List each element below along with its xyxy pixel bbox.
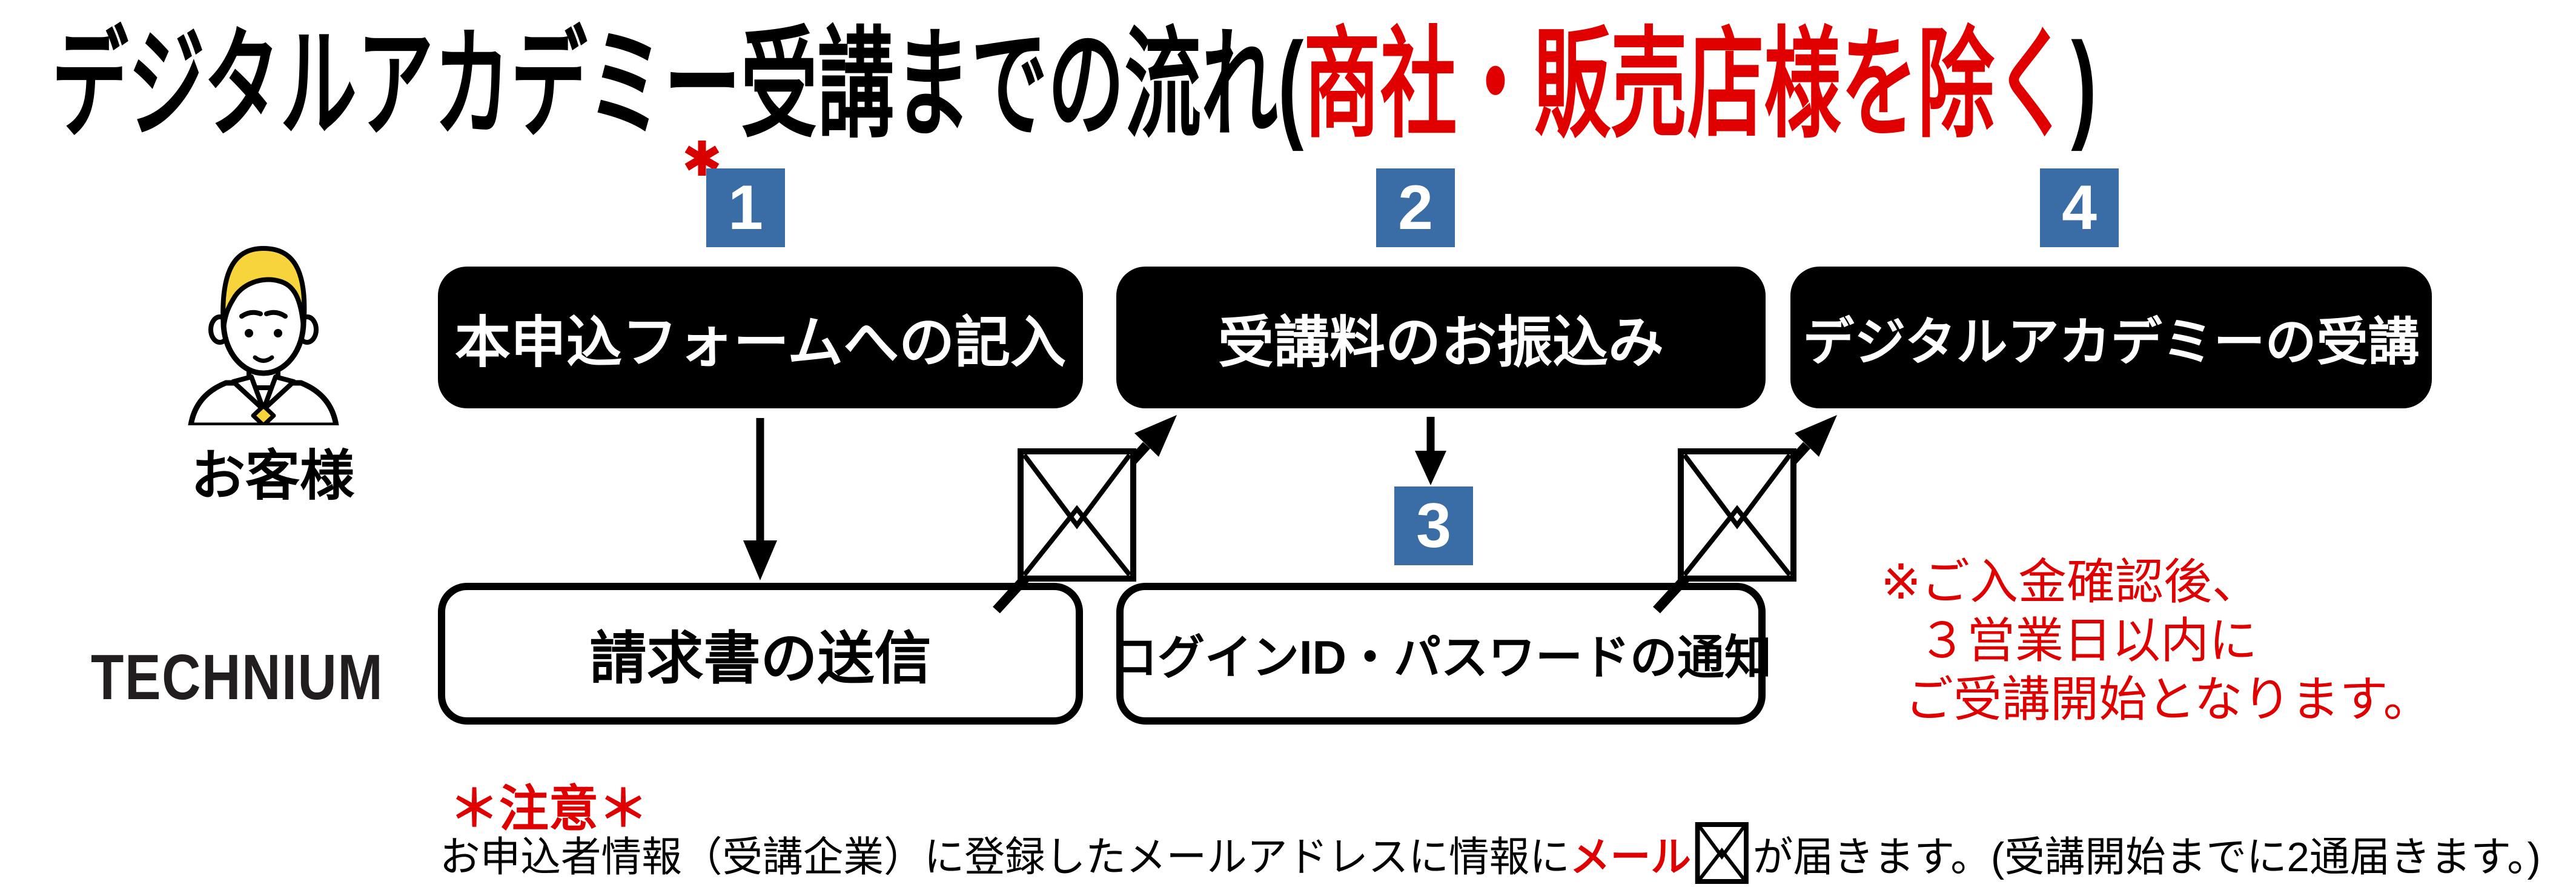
step-box-label: 本申込フォームへの記入: [454, 311, 1067, 374]
step-box-login: ログインID・パスワードの通知: [1110, 583, 1772, 725]
step-badge-4: 4: [2040, 168, 2119, 247]
step-box-label: 請求書の送信: [589, 626, 932, 690]
step-box-label: デジタルアカデミーの受講: [1803, 313, 2420, 371]
page-title: デジタルアカデミー受講までの流れ(商社・販売店様を除く): [51, 0, 2097, 170]
mail-send-icon: [1653, 415, 1837, 614]
technium-logo: TECHNIUM: [91, 642, 384, 713]
title-suffix: ): [2071, 18, 2097, 151]
down-arrow-icon: [743, 418, 777, 580]
customer-icon: [188, 246, 339, 425]
badge-number: 1: [728, 172, 763, 243]
step-box-invoice: 請求書の送信: [438, 583, 1083, 725]
caution-title: ＊注意＊: [449, 782, 649, 837]
step-badge-1: 1: [706, 168, 785, 247]
badge-number: 2: [1398, 172, 1433, 243]
title-prefix: デジタルアカデミー受講までの流れ(: [51, 18, 1304, 151]
footnote-pre: お申込者情報（受講企業）に登録したメールアドレスに情報に: [440, 834, 1570, 880]
step-box-label: ログインID・パスワードの通知: [1110, 631, 1772, 684]
down-arrow-icon: [1415, 417, 1446, 485]
step-box-apply: 本申込フォームへの記入: [438, 267, 1083, 408]
step-box-payment: 受講料のお振込み: [1116, 267, 1766, 408]
side-note-line: ※ご入金確認後、: [1881, 555, 2261, 609]
envelope-icon: [1678, 448, 1796, 582]
envelope-icon: [1018, 448, 1136, 582]
step-box-attend: デジタルアカデミーの受講: [1790, 267, 2432, 408]
payment-side-note: ※ご入金確認後、 ３営業日以内に ご受講開始となります。: [1881, 553, 2432, 729]
footnote-post: が届きます。(受講開始までに2通届きます。): [1752, 834, 2541, 880]
side-note-line: ご受講開始となります。: [1905, 672, 2432, 726]
footnote-highlight: メール: [1569, 834, 1691, 880]
badge-number: 3: [1416, 490, 1451, 561]
step-badge-2: 2: [1376, 168, 1455, 247]
customer-label: お客様: [191, 446, 354, 506]
mail-send-icon: [993, 415, 1177, 614]
step-box-label: 受講料のお振込み: [1217, 311, 1664, 374]
side-note-line: ３営業日以内に: [1918, 614, 2257, 668]
mail-icon: [1695, 822, 1749, 884]
title-highlight: 商社・販売店様を除く: [1303, 18, 2071, 151]
footnote: お申込者情報（受講企業）に登録したメールアドレスに情報に メール が届きます。(…: [440, 819, 2541, 887]
step-badge-3: 3: [1394, 486, 1473, 565]
badge-number: 4: [2062, 172, 2097, 243]
asterisk-icon: [684, 141, 720, 176]
